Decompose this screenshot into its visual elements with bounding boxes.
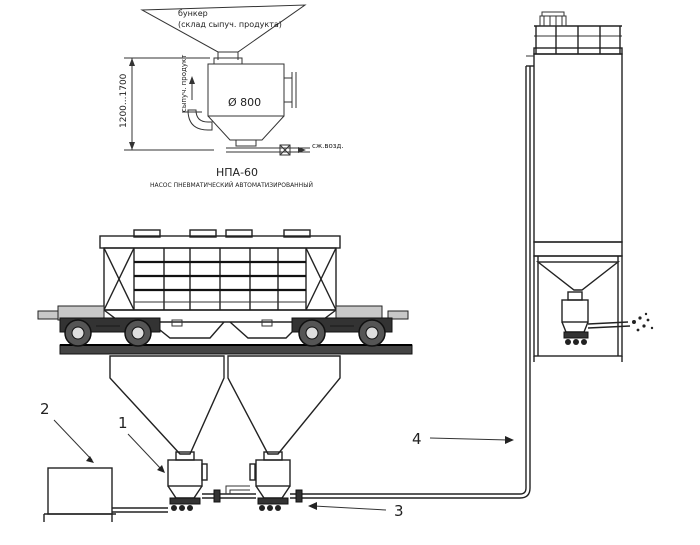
inlet-bend [187,109,213,131]
callout-2-label: 2 [40,400,50,418]
compressor-unit [43,467,168,522]
callout-3-label: 3 [394,502,404,520]
air-valve [279,144,291,156]
silo-cylinder [533,53,623,243]
wheel-1 [64,319,92,347]
compressed-air-label: сж.возд. [312,142,344,150]
storage-silo [526,11,654,362]
callout-4: 4 [412,430,514,448]
discharge-particles [632,312,654,332]
inset-pump-drawing: бункер (склад сыпуч. продукта) Ø 800 сып… [119,4,344,189]
pump-2 [249,451,291,511]
callout-4-label: 4 [412,430,422,448]
receiving-hopper-left [109,355,225,455]
inset-subtitle: НАСОС ПНЕВМАТИЧЕСКИЙ АВТОМАТИЗИРОВАННЫЙ [150,182,313,189]
receiving-hoppers [109,355,341,455]
callout-3: 3 [308,502,404,520]
wheel-3 [298,319,326,347]
diameter-label: Ø 800 [228,96,261,109]
pump-1 [167,451,208,511]
callout-2: 2 [40,400,94,463]
receiving-hopper-right [227,355,341,455]
conveying-pipeline [202,65,534,503]
rail-deck [59,344,413,355]
callout-1-label: 1 [118,414,128,432]
bunker-label-line1: бункер [178,9,208,18]
dimension-label: 1200...1700 [119,73,129,128]
wheel-4 [358,319,386,347]
bulk-product-label: сыпуч. продукт [180,55,188,112]
wheel-2 [124,319,152,347]
inset-title: НПА-60 [216,166,258,179]
bunker-label-line2: (склад сыпуч. продукта) [178,20,282,29]
callout-1: 1 [118,414,165,473]
hopper-railcar [37,229,413,355]
